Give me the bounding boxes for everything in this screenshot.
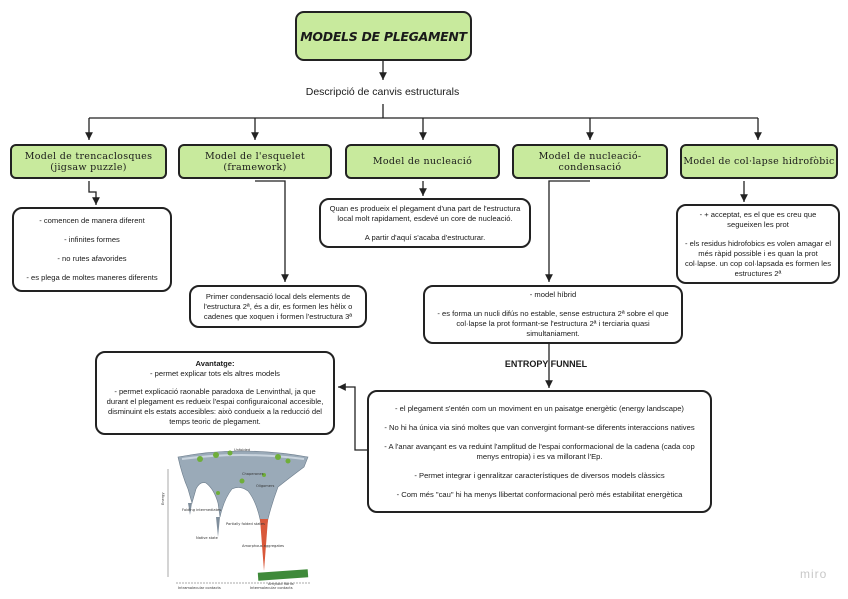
model-jigsaw: Model de trencaclosques (jigsaw puzzle) (10, 144, 167, 179)
entropy-funnel-label: ENTROPY FUNNEL (504, 359, 588, 369)
label-amorphous: Amorphous aggregates (242, 544, 284, 548)
label-chaperones: Chaperones (242, 472, 264, 476)
model-framework: Model de l'esquelet (framework) (178, 144, 332, 179)
miro-watermark: miro (800, 567, 828, 581)
subtitle: Descripció de canvis estructurals (305, 86, 460, 98)
note-nucleation-condensation: - model híbrid- es forma un nucli difús … (423, 285, 683, 344)
model-nucleation: Model de nucleació (345, 144, 500, 179)
note-jigsaw: - comencen de manera diferent- infinites… (12, 207, 172, 292)
label-oligomers: Oligomers (256, 484, 274, 488)
label-folding-intermediates: Folding intermediates (182, 508, 221, 512)
label-intermolecular: Intermolecular contacts (250, 586, 293, 590)
label-fibrils: Amyloid fibrils (268, 582, 294, 586)
main-title: MODELS DE PLEGAMENT (295, 11, 472, 61)
label-unfolded: Unfolded (234, 448, 250, 452)
label-partially-folded: Partially folded states (226, 522, 265, 526)
note-nucleation: Quan es produeix el plegament d'una part… (319, 198, 531, 248)
funnel-surface (177, 450, 309, 571)
model-nucleation-condensation: Model de nucleació-condensació (512, 144, 668, 179)
label-energy-axis: Energy (161, 492, 165, 505)
note-hydrophobic: - + acceptat, es el que es creu que segu… (676, 204, 840, 284)
chain-blobs (197, 450, 291, 495)
advantages-box: Avantatge: - permet explicar tots els al… (95, 351, 335, 435)
model-hydrophobic-collapse: Model de col·lapse hidrofòbic (680, 144, 838, 179)
label-native-state: Native state (196, 536, 219, 540)
energy-landscape-figure: Unfolded Chaperones Oligomers Folding in… (161, 448, 310, 590)
label-intramolecular: Intramolecular contacts (178, 586, 221, 590)
entropy-funnel-box: - el plegament s'entén com un moviment e… (367, 390, 712, 513)
note-framework: Primer condensació local dels elements d… (189, 285, 367, 328)
fibril-bundle (257, 569, 309, 581)
